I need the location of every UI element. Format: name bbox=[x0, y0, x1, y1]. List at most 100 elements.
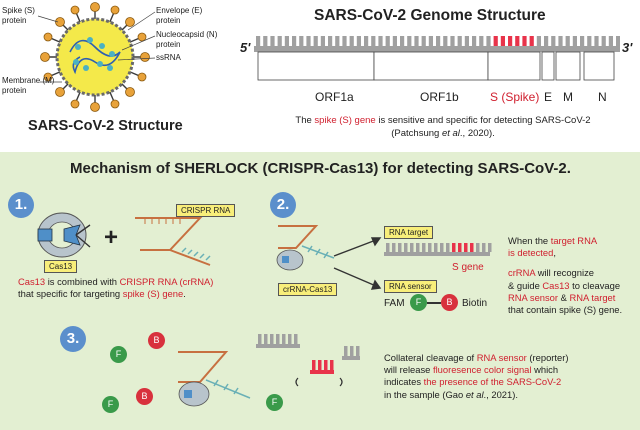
rna-tick bbox=[580, 36, 585, 46]
rna-tick bbox=[404, 243, 408, 252]
rna-tick bbox=[256, 36, 261, 46]
rna-tick bbox=[470, 243, 474, 252]
caption-line2-italic: et al bbox=[441, 127, 460, 139]
cas13-label-box: Cas13 bbox=[44, 260, 78, 273]
ssrna-label: ssRNA bbox=[156, 53, 181, 62]
s1-line2: that specific for targeting bbox=[18, 288, 123, 300]
caption-line2-pre: (Patchsung bbox=[391, 127, 442, 139]
step-2-description: When the target RNA is detected, crRNA w… bbox=[508, 235, 622, 316]
gene-m: M bbox=[563, 90, 573, 104]
s-gene-label: S gene bbox=[452, 262, 484, 273]
rna-tick bbox=[400, 36, 405, 46]
s2-l5-red: RNA sensor bbox=[508, 291, 559, 303]
gene-n: N bbox=[598, 90, 607, 104]
caption-post: is sensitive and specific for detecting … bbox=[375, 115, 591, 126]
rna-tick bbox=[349, 36, 354, 46]
label-leader-lines bbox=[37, 11, 156, 83]
s2-l3-post: will recognize bbox=[535, 267, 594, 279]
rna-tick bbox=[458, 243, 462, 252]
rna-tick bbox=[324, 360, 328, 370]
rna-tick bbox=[500, 36, 505, 46]
rna-tick bbox=[364, 36, 369, 46]
five-prime-end: 5' bbox=[240, 40, 251, 55]
rna-tick bbox=[335, 36, 340, 46]
rna-tick bbox=[616, 36, 620, 46]
rna-tick bbox=[476, 243, 480, 252]
rna-tick bbox=[313, 36, 318, 46]
s3-l2-red: fluoresence color signal bbox=[432, 364, 532, 376]
rna-tick bbox=[601, 36, 606, 46]
s1-end: . bbox=[183, 288, 186, 300]
step3-f-circle-1: F bbox=[110, 346, 127, 363]
crispr-rna-label-box: CRISPR RNA bbox=[176, 204, 236, 217]
caption-line2-post: ., 2020). bbox=[459, 127, 495, 139]
rna-tick bbox=[414, 36, 419, 46]
step3-b-circle-1: B bbox=[148, 332, 165, 349]
spike-protein-label: Spike (S) protein bbox=[2, 6, 35, 25]
gene-orf1b: ORF1b bbox=[420, 90, 459, 104]
s3-l4-pre: in the sample (Gao bbox=[384, 388, 466, 400]
s2-l4-post: to cleavage bbox=[569, 279, 621, 291]
rna-tick bbox=[587, 36, 592, 46]
rna-tick bbox=[398, 243, 402, 252]
rna-tick bbox=[330, 360, 334, 370]
s1-mid: is combined with bbox=[45, 276, 120, 287]
rna-tick bbox=[428, 36, 433, 46]
caption-highlight: spike (S) gene bbox=[314, 115, 376, 126]
step-1-badge: 1. bbox=[8, 192, 34, 218]
rna-tick bbox=[558, 36, 563, 46]
s2-l4-red: Cas13 bbox=[542, 279, 570, 291]
rna-tick bbox=[320, 36, 325, 46]
step-2-badge: 2. bbox=[270, 192, 296, 218]
crrna-cas13-complex-illustration bbox=[276, 225, 335, 271]
rna-tick bbox=[515, 36, 520, 46]
s3-l3-red: the presence of the SARS-CoV-2 bbox=[423, 376, 562, 388]
rna-tick bbox=[594, 36, 599, 46]
rna-tick bbox=[464, 243, 468, 252]
rna-tick bbox=[385, 36, 390, 46]
step-3-description: Collateral cleavage of RNA sensor (repor… bbox=[384, 352, 568, 401]
rna-tick bbox=[386, 243, 390, 252]
virus-illustration bbox=[40, 2, 150, 112]
rna-tick bbox=[342, 36, 347, 46]
rna-tick bbox=[452, 243, 456, 252]
fam-label: FAM bbox=[384, 298, 405, 309]
rna-tick bbox=[421, 36, 426, 46]
rna-sensor-label-box: RNA sensor bbox=[384, 280, 437, 293]
rna-tick bbox=[434, 243, 438, 252]
s2-l1-red: target RNA bbox=[550, 235, 598, 246]
s3-l1-pre: Collateral cleavage of bbox=[384, 352, 477, 363]
rna-tick bbox=[536, 36, 541, 46]
rna-target-illustration bbox=[384, 243, 492, 256]
plus-sign: + bbox=[104, 224, 119, 251]
s2-l5-mid: & bbox=[558, 291, 570, 303]
s3-l2-post: which bbox=[531, 364, 559, 376]
step3-f-circle-3: F bbox=[266, 394, 283, 411]
s2-l3-red: crRNA bbox=[508, 267, 536, 279]
rna-tick bbox=[440, 243, 444, 252]
rna-tick bbox=[493, 36, 498, 46]
rna-tick bbox=[276, 334, 280, 344]
rna-tick bbox=[522, 36, 527, 46]
sensor-linker bbox=[427, 302, 441, 304]
rna-tick bbox=[356, 36, 361, 46]
rna-tick bbox=[472, 36, 477, 46]
rna-tick bbox=[378, 36, 383, 46]
step-3-complex-illustration bbox=[178, 351, 251, 407]
step-3-badge: 3. bbox=[60, 326, 86, 352]
nucleocapsid-protein-label: Nucleocapsid (N) protein bbox=[156, 30, 218, 49]
s1-spike: spike (S) gene bbox=[122, 288, 184, 300]
s3-l4-post: ., 2021). bbox=[483, 388, 518, 400]
rna-tick bbox=[479, 36, 484, 46]
rna-tick bbox=[312, 360, 316, 370]
rna-tick bbox=[551, 36, 556, 46]
rna-tick bbox=[344, 346, 348, 356]
rna-tick bbox=[270, 334, 274, 344]
gene-orf1a: ORF1a bbox=[315, 90, 354, 104]
rna-tick bbox=[371, 36, 376, 46]
rna-tick bbox=[508, 36, 513, 46]
rna-target-label-box: RNA target bbox=[384, 226, 434, 239]
rna-tick bbox=[428, 243, 432, 252]
virus-structure-title: SARS-CoV-2 Structure bbox=[28, 118, 183, 134]
rna-tick bbox=[264, 334, 268, 344]
